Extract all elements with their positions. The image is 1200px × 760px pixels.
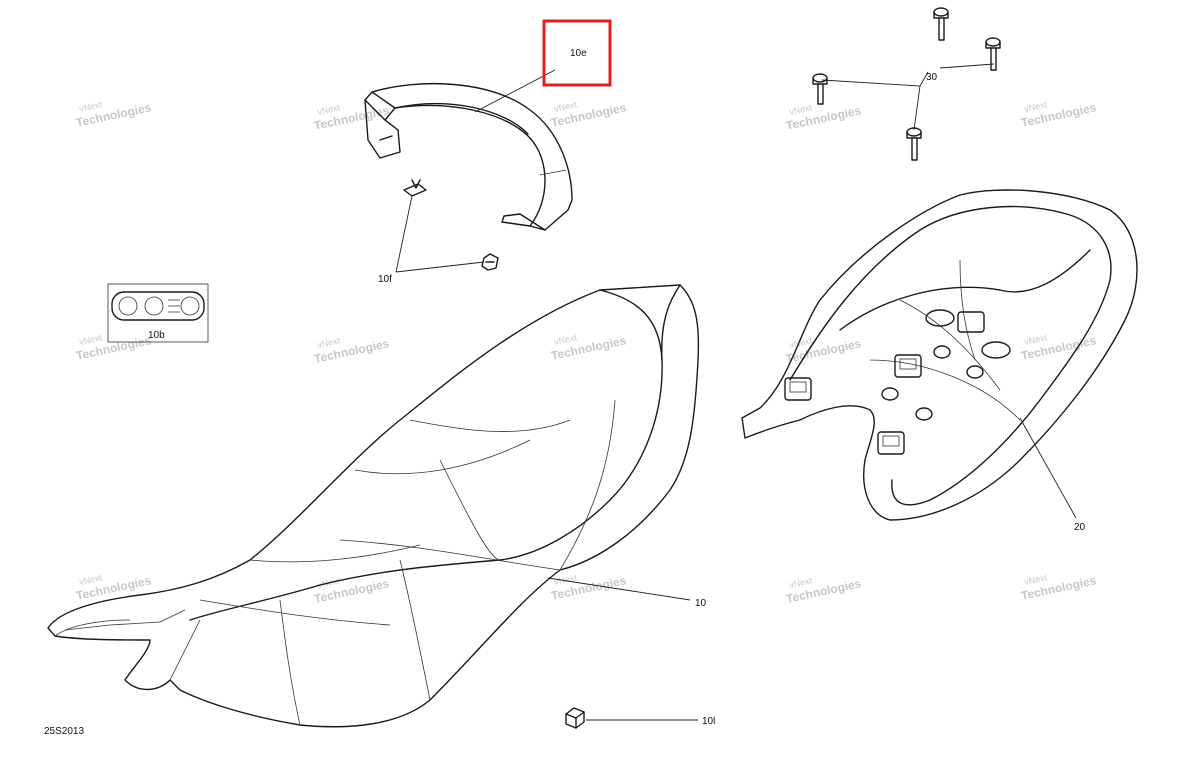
watermark-line1: vNext xyxy=(316,335,341,350)
push-rivet-part[interactable] xyxy=(403,179,499,271)
watermark-line1: vNext xyxy=(1023,99,1048,114)
watermark-line1: vNext xyxy=(78,332,103,347)
watermark-line1: vNext xyxy=(316,102,341,117)
watermark-line1: vNext xyxy=(788,102,813,117)
callout-10: 10 xyxy=(695,598,707,609)
watermark-line1: vNext xyxy=(553,332,578,347)
callout-10e: 10e xyxy=(570,48,587,59)
watermark-line1: vNext xyxy=(553,99,578,114)
seat-assembly-part[interactable] xyxy=(47,284,700,728)
grab-handle-part[interactable] xyxy=(364,82,573,231)
callout-10l: 10l xyxy=(702,716,715,727)
seat-base-part[interactable] xyxy=(741,189,1138,521)
callout-30: 30 xyxy=(926,72,938,83)
clip-nut-part[interactable] xyxy=(565,707,585,729)
watermark-line1: vNext xyxy=(553,572,578,587)
screw-part[interactable] xyxy=(812,7,1001,161)
watermark-line1: vNext xyxy=(1023,572,1048,587)
watermark-line1: vNext xyxy=(78,99,103,114)
sheet-code: 25S2013 xyxy=(44,726,84,737)
callouts: 10e 10f 10b 10 10l 20 30 xyxy=(148,48,1086,727)
leader-lines xyxy=(395,63,1077,721)
watermark-line1: vNext xyxy=(78,572,103,587)
callout-20: 20 xyxy=(1074,522,1086,533)
callout-10f: 10f xyxy=(378,274,392,285)
callout-10b: 10b xyxy=(148,330,165,341)
watermark-line1: vNext xyxy=(788,575,813,590)
highlight-box xyxy=(542,19,612,87)
watermark-line1: vNext xyxy=(788,335,813,350)
watermark-line1: vNext xyxy=(1023,332,1048,347)
warning-decal-part[interactable] xyxy=(107,283,209,343)
